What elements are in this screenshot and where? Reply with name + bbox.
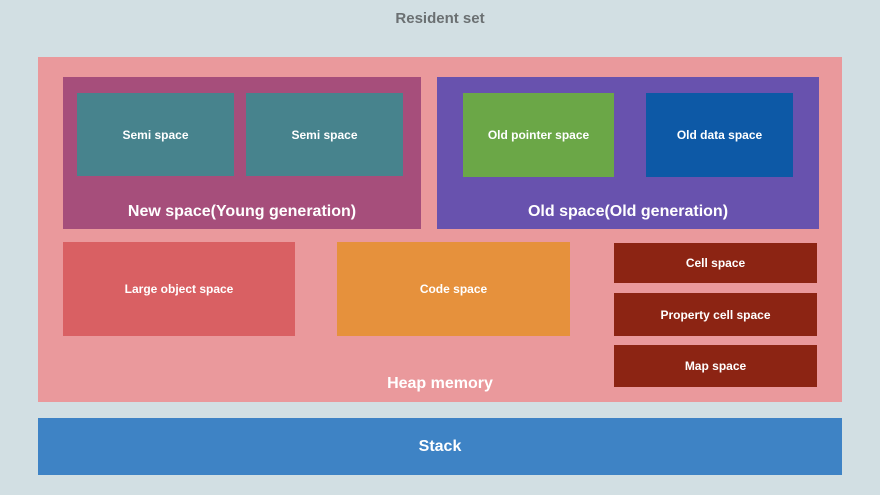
property-cell-space-label: Property cell space — [660, 307, 771, 322]
cell-space-box: Cell space — [614, 243, 817, 283]
heap-memory-label: Heap memory — [387, 375, 493, 392]
map-space-box: Map space — [614, 345, 817, 387]
stack-label: Stack — [418, 437, 462, 455]
property-cell-space-box: Property cell space — [614, 293, 817, 336]
old-pointer-space-label: Old pointer space — [487, 128, 590, 142]
old-space-region: Old pointer space Old data space Old spa… — [437, 77, 819, 229]
new-space-region: Semi space Semi space New space(Young ge… — [63, 77, 421, 229]
old-pointer-space-box: Old pointer space — [463, 93, 614, 177]
heap-memory-region: Semi space Semi space New space(Young ge… — [38, 57, 842, 402]
code-space-box: Code space — [337, 242, 570, 336]
old-data-space-box: Old data space — [646, 93, 793, 177]
semi-space-label: Semi space — [122, 127, 189, 142]
cell-space-label: Cell space — [685, 256, 746, 270]
map-space-label: Map space — [684, 359, 747, 373]
large-object-space-box: Large object space — [63, 242, 295, 336]
old-data-space-label: Old data space — [676, 128, 763, 142]
old-space-label: Old space(Old generation) — [527, 203, 729, 220]
semi-space-label: Semi space — [291, 127, 358, 142]
new-space-label: New space(Young generation) — [127, 203, 357, 220]
semi-space-box: Semi space — [77, 93, 234, 176]
stack-region: Stack — [38, 418, 842, 475]
semi-space-box: Semi space — [246, 93, 403, 176]
code-space-label: Code space — [419, 282, 488, 296]
large-object-space-label: Large object space — [124, 282, 234, 296]
diagram-title: Resident set — [395, 10, 485, 27]
